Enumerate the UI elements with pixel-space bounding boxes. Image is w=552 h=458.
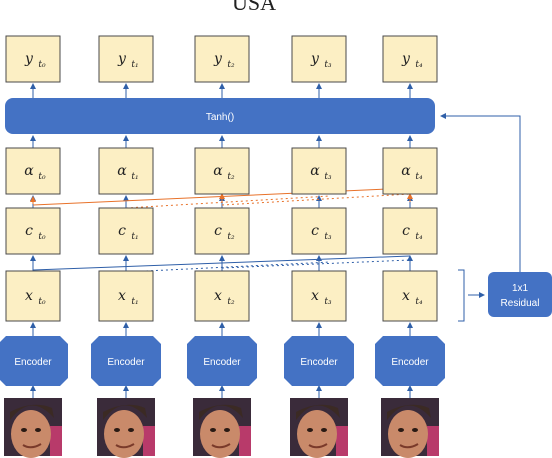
x-box-1: x t₁ xyxy=(98,270,154,322)
c-subscript-1: t₁ xyxy=(131,232,138,242)
encoders: Encoder Encoder Encoder Encoder Encoder xyxy=(0,336,445,386)
x-symbol-1: x xyxy=(118,288,126,304)
tanh-label: Tanh() xyxy=(206,112,234,123)
arrow-residual-to-tanh xyxy=(440,113,521,272)
alpha-box-3: α t₃ xyxy=(291,147,347,195)
tanh-block: Tanh() xyxy=(5,98,435,134)
x-symbol-4: x xyxy=(402,288,410,304)
x-symbol-2: x xyxy=(214,288,222,304)
x-subscript-1: t₁ xyxy=(131,297,138,307)
x-subscript-4: t₄ xyxy=(415,297,423,307)
encoder-label-2: Encoder xyxy=(203,357,241,368)
x-symbol-0: x xyxy=(25,288,33,304)
residual-label-line1: 1x1 xyxy=(512,283,529,294)
encoder-4: Encoder xyxy=(375,336,445,386)
face-photo-icon xyxy=(290,398,348,458)
alpha-box-2: α t₂ xyxy=(194,147,250,195)
y-symbol-0: y xyxy=(24,51,34,67)
y-symbol-2: y xyxy=(213,51,223,67)
c-box-4: c t₄ xyxy=(382,207,438,255)
y-subscript-3: t₃ xyxy=(324,60,332,70)
y-symbol-1: y xyxy=(117,51,127,67)
y-subscript-2: t₂ xyxy=(227,60,235,70)
face-photo-icon xyxy=(97,398,155,458)
y-box-1: y t₁ xyxy=(98,35,154,83)
alpha-symbol-2: α xyxy=(213,163,223,179)
face-photo-icon xyxy=(4,398,62,458)
y-box-0: y t₀ xyxy=(5,35,61,83)
c-box-3: c t₃ xyxy=(291,207,347,255)
alpha-box-1: α t₁ xyxy=(98,147,154,195)
encoder-3: Encoder xyxy=(284,336,354,386)
connectors xyxy=(30,83,521,398)
y-subscript-0: t₀ xyxy=(38,60,46,70)
alpha-symbol-1: α xyxy=(117,163,127,179)
y-subscript-4: t₄ xyxy=(415,60,423,70)
alpha-subscript-0: t₀ xyxy=(38,172,46,182)
residual-block: 1x1 Residual xyxy=(488,272,552,317)
x-box-3: x t₃ xyxy=(291,270,347,322)
alpha-symbol-0: α xyxy=(24,163,34,179)
c-subscript-0: t₀ xyxy=(38,232,46,242)
blue-attention-line-dotted-2 xyxy=(221,259,411,269)
face-photo-icon xyxy=(193,398,251,458)
alpha-subscript-2: t₂ xyxy=(227,172,235,182)
residual-label-line2: Residual xyxy=(501,298,540,309)
y-box-3: y t₃ xyxy=(291,35,347,83)
c-symbol-2: c xyxy=(214,223,222,239)
encoder-2: Encoder xyxy=(187,336,257,386)
blue-attention-line-dotted-1 xyxy=(125,261,331,273)
c-subscript-2: t₂ xyxy=(227,232,235,242)
x-symbol-3: x xyxy=(311,288,319,304)
encoder-label-1: Encoder xyxy=(107,357,145,368)
alpha-subscript-4: t₄ xyxy=(415,172,423,182)
x-row-bracket xyxy=(458,269,465,322)
photos xyxy=(4,398,439,458)
alpha-subscript-1: t₁ xyxy=(131,172,138,182)
orange-attention-line-dotted-1 xyxy=(125,195,331,209)
c-symbol-0: c xyxy=(25,223,33,239)
alpha-symbol-4: α xyxy=(401,163,411,179)
face-photo-icon xyxy=(381,398,439,458)
x-subscript-3: t₃ xyxy=(324,297,332,307)
c-subscript-4: t₄ xyxy=(415,232,423,242)
c-symbol-1: c xyxy=(118,223,126,239)
y-symbol-4: y xyxy=(401,51,411,67)
blue-attention-line-main xyxy=(32,255,411,271)
y-box-4: y t₄ xyxy=(382,35,438,83)
c-box-1: c t₁ xyxy=(98,207,154,255)
orange-attention-line-dotted-2 xyxy=(221,193,411,206)
c-symbol-4: c xyxy=(402,223,410,239)
encoder-0: Encoder xyxy=(0,336,68,386)
alpha-subscript-3: t₃ xyxy=(324,172,332,182)
encoder-label-4: Encoder xyxy=(391,357,429,368)
x-box-0: x t₀ xyxy=(5,270,61,322)
alpha-symbol-3: α xyxy=(310,163,320,179)
y-subscript-1: t₁ xyxy=(131,60,138,70)
c-box-2: c t₂ xyxy=(194,207,250,255)
encoder-1: Encoder xyxy=(91,336,161,386)
alpha-box-0: α t₀ xyxy=(5,147,61,195)
c-symbol-3: c xyxy=(311,223,319,239)
y-symbol-3: y xyxy=(310,51,320,67)
x-subscript-0: t₀ xyxy=(38,297,46,307)
residual-box xyxy=(488,272,552,317)
top-label: USA xyxy=(232,0,276,15)
c-subscript-3: t₃ xyxy=(324,232,332,242)
encoder-label-0: Encoder xyxy=(14,357,52,368)
y-box-2: y t₂ xyxy=(194,35,250,83)
alpha-box-4: α t₄ xyxy=(382,147,438,195)
x-box-4: x t₄ xyxy=(382,270,438,322)
tanh-bar xyxy=(5,98,435,134)
x-box-2: x t₂ xyxy=(194,270,250,322)
c-box-0: c t₀ xyxy=(5,207,61,255)
encoder-label-3: Encoder xyxy=(300,357,338,368)
x-subscript-2: t₂ xyxy=(227,297,235,307)
